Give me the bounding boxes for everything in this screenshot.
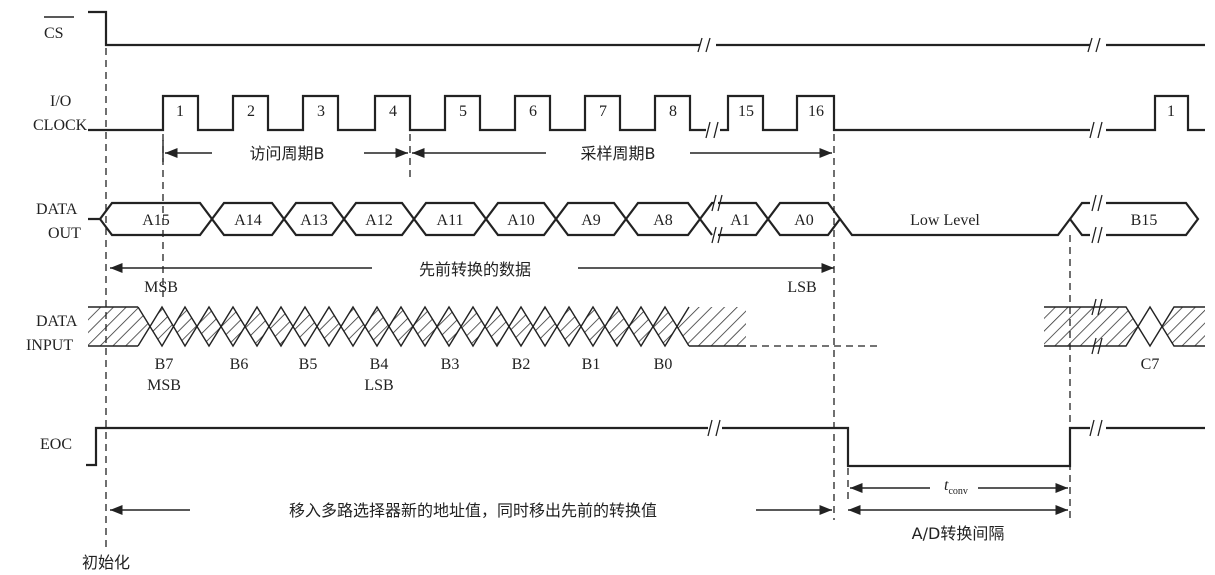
data-out-bit: A0 xyxy=(794,212,814,229)
shift-label: 移入多路选择器新的地址值，同时移出先前的转换值 xyxy=(289,501,657,520)
data-input-bit: B0 xyxy=(654,356,673,373)
msb-label: MSB xyxy=(144,279,178,296)
data-input-bit: B6 xyxy=(230,356,249,373)
data-out-bit: A10 xyxy=(507,212,535,229)
io-clock-label-1: I/O xyxy=(50,93,71,110)
data-input-bit: B5 xyxy=(299,356,318,373)
cs-label: CS xyxy=(44,25,64,42)
data-out-bit: A1 xyxy=(730,212,750,229)
bottom-spans: 移入多路选择器新的地址值，同时移出先前的转换值 A/D转换间隔 初始化 xyxy=(82,501,1068,572)
clock-pulse-label: 7 xyxy=(599,103,607,120)
cs-waveform xyxy=(88,10,1205,53)
clock-pulse-label: 15 xyxy=(738,103,754,120)
tconv-label: tconv xyxy=(944,477,968,497)
data-out-bit: A11 xyxy=(437,212,464,229)
data-input-label-2: INPUT xyxy=(26,337,73,354)
data-out-bit: A15 xyxy=(142,212,170,229)
clock-pulse-label: 8 xyxy=(669,103,677,120)
clock-pulse-label: 4 xyxy=(389,103,397,120)
access-period-label: 访问周期B xyxy=(250,144,325,163)
b4-lsb-label: LSB xyxy=(364,377,393,394)
data-out-bit: A12 xyxy=(365,212,393,229)
init-label: 初始化 xyxy=(82,553,130,572)
prev-data-span: 先前转换的数据 MSB LSB xyxy=(110,260,834,296)
data-out-next-bit: B15 xyxy=(1131,212,1158,229)
clock-waveform xyxy=(88,94,1205,139)
data-input-bit-labels: B7 B6 B5 B4 B3 B2 B1 B0 MSB LSB C7 xyxy=(147,356,1159,394)
data-input-waveform xyxy=(88,298,1205,355)
clock-pulse-label: 1 xyxy=(176,103,184,120)
data-out-label-1: DATA xyxy=(36,201,78,218)
period-arrows: 访问周期B 采样周期B xyxy=(162,140,832,163)
data-out-label-2: OUT xyxy=(48,225,81,242)
signal-labels: CS I/O CLOCK DATA OUT DATA INPUT EOC xyxy=(26,16,88,453)
tconv-span: tconv xyxy=(850,477,1068,497)
io-clock-label-2: CLOCK xyxy=(33,117,88,134)
low-level-label: Low Level xyxy=(910,212,980,229)
lsb-label: LSB xyxy=(787,279,816,296)
sample-period-label: 采样周期B xyxy=(581,144,656,163)
data-out-bit: A14 xyxy=(234,212,262,229)
eoc-waveform xyxy=(86,419,1205,468)
clock-pulse-label: 3 xyxy=(317,103,325,120)
data-input-bit: B7 xyxy=(155,356,174,373)
eoc-label: EOC xyxy=(40,436,72,453)
data-input-bit: B2 xyxy=(512,356,531,373)
clock-pulse-label: 6 xyxy=(529,103,537,120)
clock-pulse-labels: 1 2 3 4 5 6 7 8 15 16 1 xyxy=(176,103,1175,120)
clock-pulse-label: 2 xyxy=(247,103,255,120)
clock-pulse-label: 1 xyxy=(1167,103,1175,120)
data-input-label-1: DATA xyxy=(36,313,78,330)
data-out-bit: A9 xyxy=(581,212,601,229)
data-input-bit: B4 xyxy=(370,356,389,373)
conversion-label: A/D转换间隔 xyxy=(912,524,1005,543)
data-out-bit: A8 xyxy=(653,212,673,229)
data-input-bit: B1 xyxy=(582,356,601,373)
prev-data-label: 先前转换的数据 xyxy=(419,260,531,279)
data-out-bit-labels: A15 A14 A13 A12 A11 A10 A9 A8 A1 A0 Low … xyxy=(142,212,1157,229)
clock-pulse-label: 16 xyxy=(808,103,824,120)
guide-lines xyxy=(105,48,1071,548)
b7-msb-label: MSB xyxy=(147,377,181,394)
data-input-bit: B3 xyxy=(441,356,460,373)
data-input-next-bit: C7 xyxy=(1141,356,1160,373)
data-out-bit: A13 xyxy=(300,212,328,229)
clock-pulse-label: 5 xyxy=(459,103,467,120)
data-out-waveform xyxy=(88,194,1200,244)
